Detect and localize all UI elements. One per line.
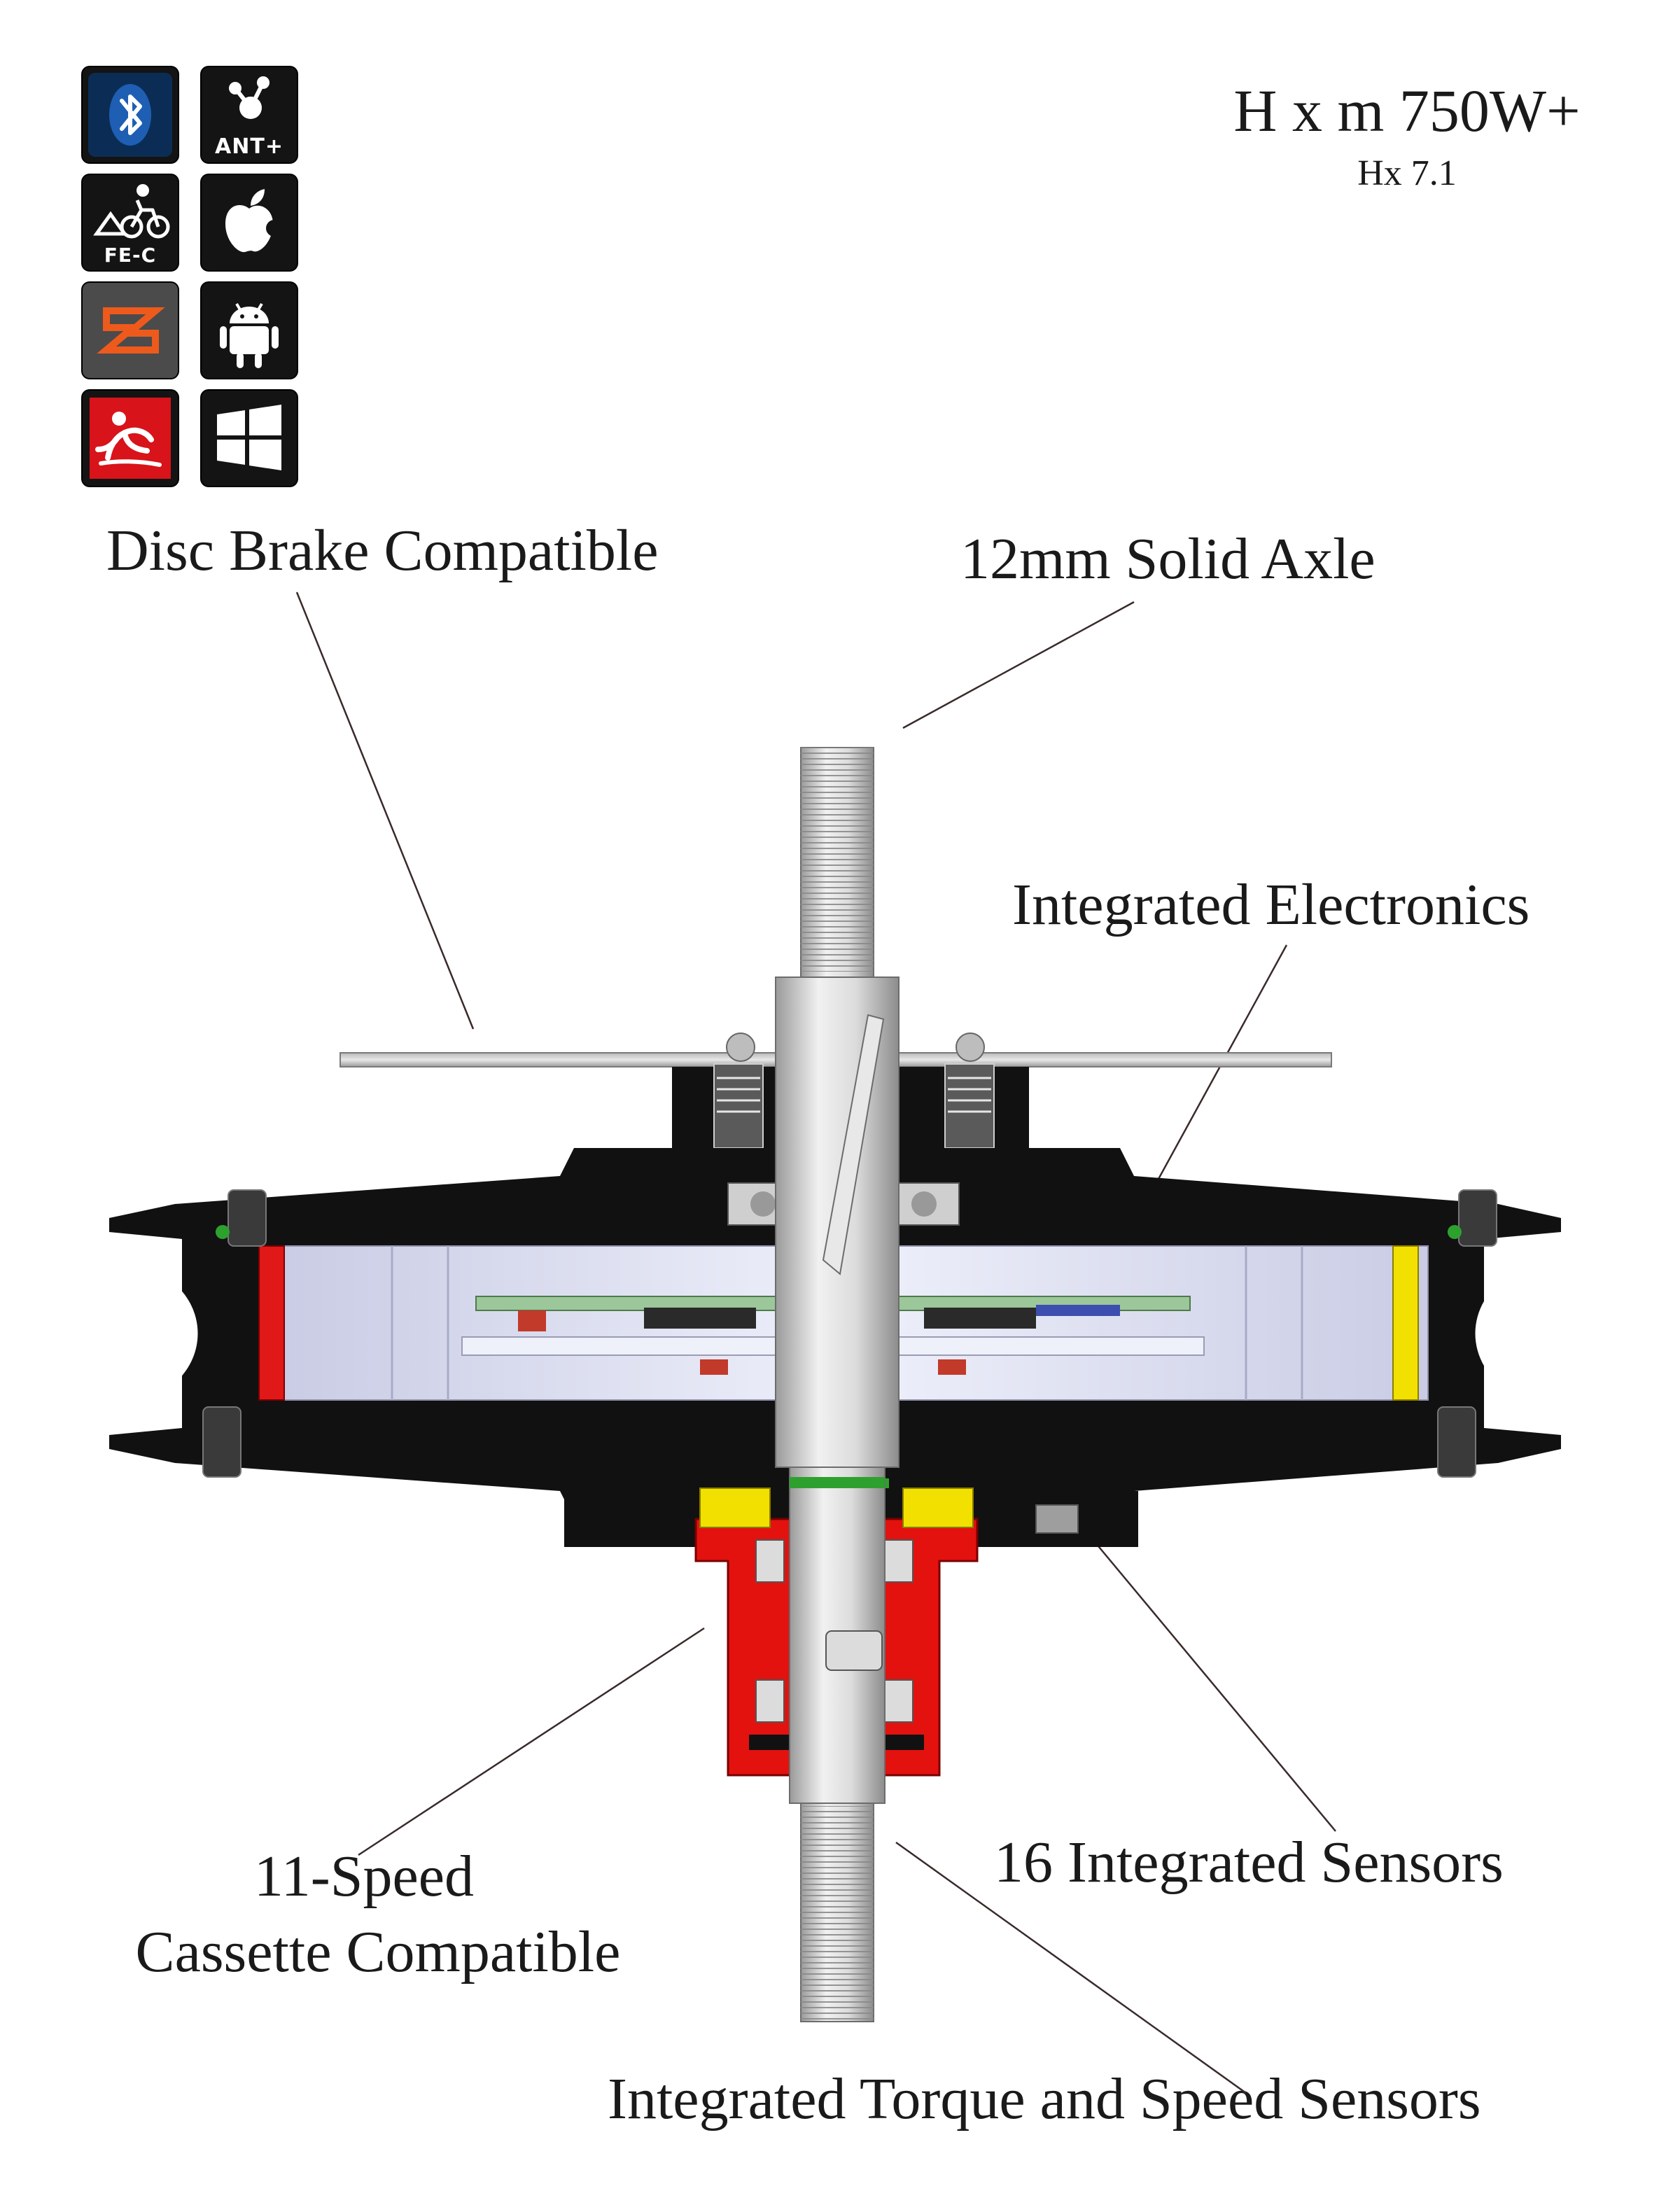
axle-thread-bottom — [801, 1806, 874, 2022]
ant-plus-icon: ANT+ — [202, 67, 297, 162]
label-disc-brake: Disc Brake Compatible — [106, 518, 659, 583]
leader-sensors — [1084, 1530, 1336, 1832]
axle-thread-top — [801, 748, 874, 972]
trainerroad-icon — [83, 391, 178, 486]
leader-disc-brake — [295, 592, 475, 1030]
bolt-threads — [717, 1077, 991, 1113]
magnet-right — [1392, 1245, 1419, 1401]
product-subtitle: Hx 7.1 — [1357, 153, 1457, 193]
label-integrated-sensors: 16 Integrated Sensors — [994, 1830, 1504, 1895]
torque-pin — [822, 1014, 885, 1275]
android-icon — [202, 283, 297, 378]
apple-icon — [202, 175, 297, 270]
fe-c-label: FE-C — [104, 244, 157, 267]
pcb-components — [518, 1305, 1120, 1375]
bluetooth-icon — [83, 67, 178, 162]
leader-cassette — [358, 1627, 705, 1856]
shell-notch-left — [161, 1274, 198, 1393]
shell-notch-right — [1475, 1274, 1512, 1393]
cassette-bearings — [755, 1539, 913, 1723]
magnet-left — [258, 1245, 285, 1401]
label-solid-axle: 12mm Solid Axle — [960, 526, 1376, 592]
label-cassette-line1: 11-Speed — [253, 1844, 475, 1909]
stator-lamination — [391, 1246, 1303, 1400]
product-title: H x m 750W+ — [1233, 77, 1581, 144]
leader-lines — [295, 592, 1336, 2094]
label-torque-speed-sensors: Integrated Torque and Speed Sensors — [608, 2066, 1481, 2132]
ant-plus-label: ANT+ — [215, 134, 284, 159]
zwift-icon — [83, 283, 178, 378]
fe-c-icon: FE-C — [83, 175, 178, 270]
torque-sensor-ring — [699, 1488, 974, 1528]
leader-solid-axle — [902, 601, 1135, 729]
label-integrated-electronics: Integrated Electronics — [1012, 872, 1530, 937]
leader-torque-speed — [895, 1841, 1247, 2094]
freehub-seal — [790, 1477, 885, 1488]
label-cassette-line2: Cassette Compatible — [135, 1919, 621, 1984]
windows-icon — [202, 391, 297, 486]
shell-bolts — [202, 1189, 1497, 1478]
